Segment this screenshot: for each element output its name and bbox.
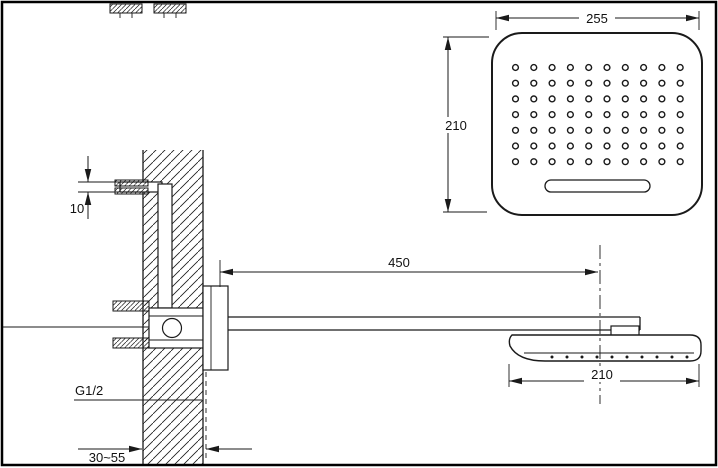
wall-section [142,150,204,464]
dimension-210-side: 210 [508,364,700,387]
concealed-rail [157,183,173,309]
dim-label-10: 10 [70,201,84,216]
dimension-30-55: 30~55 [78,372,252,465]
fitting-screw-top [114,179,149,187]
body-screw-bottom [112,337,150,349]
dimension-210-plan: 210 [438,36,489,213]
wall-flange [202,285,229,371]
top-view-shower-head: 255 210 [438,10,703,216]
top-anchor-screws [109,3,187,18]
dim-label-255: 255 [586,11,608,26]
shower-arm-and-head [228,316,702,362]
fitting-screw-bottom [114,187,149,195]
dim-label-450: 450 [388,255,410,270]
nozzle-grid [511,63,684,166]
side-view-installation: 10 450 210 G1/2 30~55 [3,3,702,465]
thread-callout: G1/2 [74,383,202,401]
head-outline-plan [491,32,703,216]
head-profile [508,334,702,362]
dimension-450: 450 [219,255,598,287]
dimension-255: 255 [495,10,700,30]
waterfall-slot [544,179,651,193]
dim-label-210-side: 210 [591,367,613,382]
valve-body [3,285,229,371]
dimension-10: 10 [70,156,119,219]
dim-label-30-55: 30~55 [89,450,126,465]
side-nozzle-row [550,355,689,359]
body-screw-top [112,300,150,312]
dim-label-210-plan: 210 [445,118,467,133]
thread-label: G1/2 [75,383,103,398]
connector-port [161,317,183,339]
